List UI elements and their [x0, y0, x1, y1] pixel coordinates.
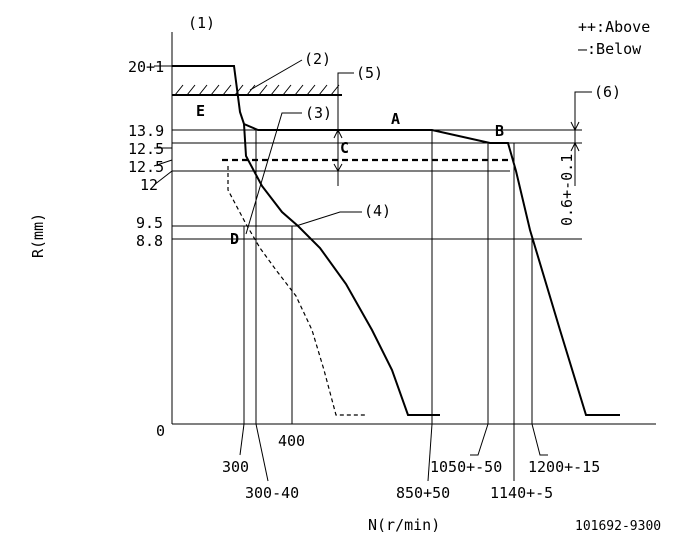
dashed-curve — [227, 166, 366, 416]
point-e: E — [196, 102, 205, 120]
callout-5: (5) — [356, 64, 383, 82]
point-b: B — [495, 122, 504, 140]
x-tick-400: 400 — [278, 432, 305, 450]
callout-4: (4) — [364, 202, 391, 220]
callout-2: (2) — [304, 50, 331, 68]
point-a: A — [391, 110, 400, 128]
callout-2-leader — [249, 59, 303, 91]
callout-6-leader — [574, 91, 592, 186]
y-tick-20: 20+1 — [128, 58, 164, 76]
full-load-curve — [172, 65, 620, 416]
y-tick-9-5: 9.5 — [136, 214, 163, 232]
y-axis-label: R(mm) — [29, 213, 47, 258]
y-tick-8-8: 8.8 — [136, 232, 163, 250]
y-tick-12: 12 — [140, 176, 158, 194]
dim6-arrow-down — [570, 121, 580, 132]
governor-curve — [243, 123, 440, 416]
dim6-arrow-up — [570, 141, 580, 152]
callout-5-leader — [337, 72, 354, 186]
point-d: D — [230, 230, 239, 248]
callout-6: (6) — [594, 83, 621, 101]
x-tick-1200: 1200+-15 — [528, 458, 600, 476]
y-tick-12-5a: 12.5 — [128, 140, 164, 158]
callout-3: (3) — [305, 104, 332, 122]
c-arrow-up — [333, 128, 343, 139]
dimension-text: 0.6+-0.1 — [558, 154, 576, 226]
legend-above: ++:Above — [578, 18, 650, 36]
point-c: C — [340, 139, 349, 157]
x-tick-300-40-leader — [255, 423, 269, 482]
callout-3-leader — [245, 112, 302, 235]
x-axis-label: N(r/min) — [368, 516, 440, 534]
x-tick-300: 300 — [222, 458, 249, 476]
x-tick-300-leader — [239, 423, 245, 456]
x-tick-850-leader — [427, 423, 433, 482]
ref-12-tick — [153, 170, 173, 186]
x-tick-300-40: 300-40 — [245, 484, 299, 502]
x-tick-1050: 1050+-50 — [430, 458, 502, 476]
stop-hatch — [174, 84, 340, 96]
x-tick-1140: 1140+-5 — [490, 484, 553, 502]
y-tick-13-9: 13.9 — [128, 122, 164, 140]
ref-12-5b-tick — [153, 159, 173, 167]
legend-below: —:Below — [578, 40, 642, 58]
callout-4-leader — [295, 211, 362, 227]
x-tick-850: 850+50 — [396, 484, 450, 502]
x-tick-1200-leader — [531, 423, 548, 456]
y-tick-12-5b: 12.5 — [128, 158, 164, 176]
drawing-number: 101692-9300 — [575, 519, 661, 534]
callout-1: (1) — [188, 14, 215, 32]
x-tick-1050-leader — [470, 423, 489, 456]
c-arrow-down — [333, 163, 343, 173]
y-tick-0: 0 — [156, 422, 165, 440]
